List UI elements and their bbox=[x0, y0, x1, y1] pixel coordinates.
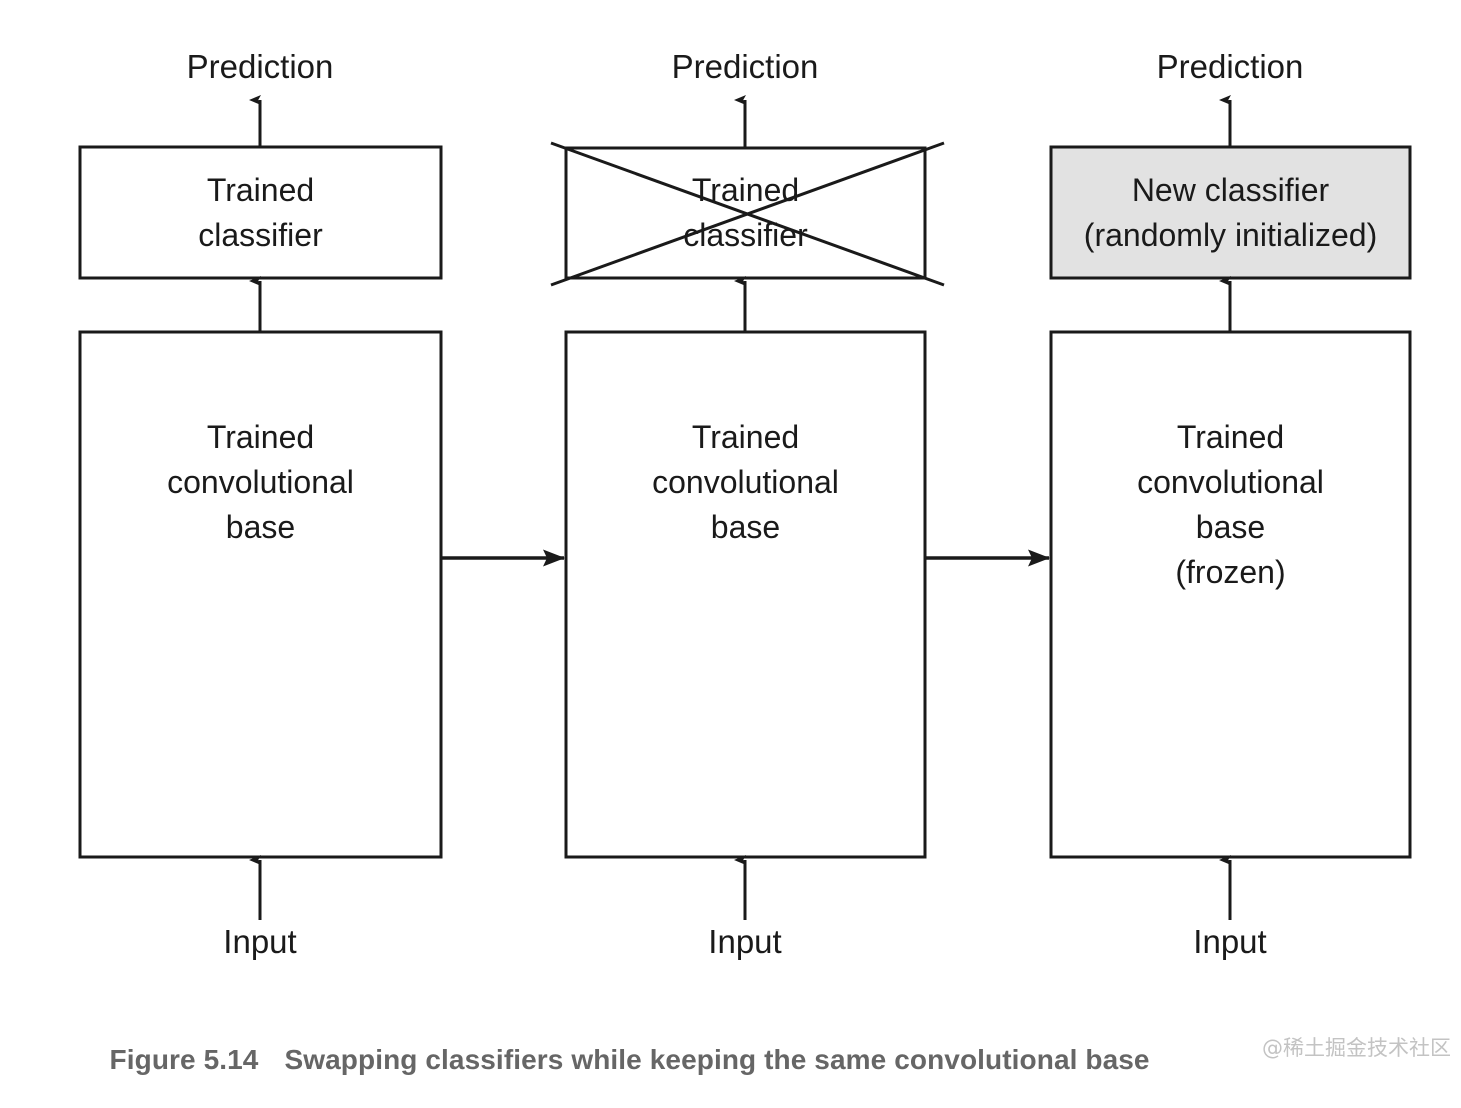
prediction-label-column-2: Prediction bbox=[671, 48, 819, 85]
prediction-label-column-3: Prediction bbox=[1156, 48, 1304, 85]
prediction-label-column-1: Prediction bbox=[186, 48, 334, 85]
figure-number: Figure 5.14 bbox=[109, 1044, 259, 1075]
trained-convolutional-base-box bbox=[564, 330, 927, 859]
column-3-graphics bbox=[1049, 95, 1412, 920]
trained-convolutional-base-box bbox=[78, 330, 443, 859]
figure-caption-text: Swapping classifiers while keeping the s… bbox=[284, 1044, 1150, 1075]
column-1-graphics bbox=[78, 95, 443, 920]
trained-classifier-box bbox=[78, 145, 443, 280]
input-label-column-1: Input bbox=[223, 923, 297, 960]
figure-caption: Figure 5.14 Swapping classifiers while ke… bbox=[78, 1012, 1150, 1108]
new-classifier-box bbox=[1049, 145, 1412, 280]
input-label-column-3: Input bbox=[1193, 923, 1267, 960]
trained-convolutional-base-frozen-box bbox=[1049, 330, 1412, 859]
watermark-text: @稀土掘金技术社区 bbox=[1262, 1036, 1451, 1060]
cross-out-line-b bbox=[550, 141, 945, 287]
diagram-canvas bbox=[78, 95, 1412, 920]
column-2-graphics bbox=[550, 95, 945, 920]
figure-container: Prediction Trained classifier Trained co… bbox=[78, 48, 1451, 1075]
input-label-column-2: Input bbox=[708, 923, 782, 960]
